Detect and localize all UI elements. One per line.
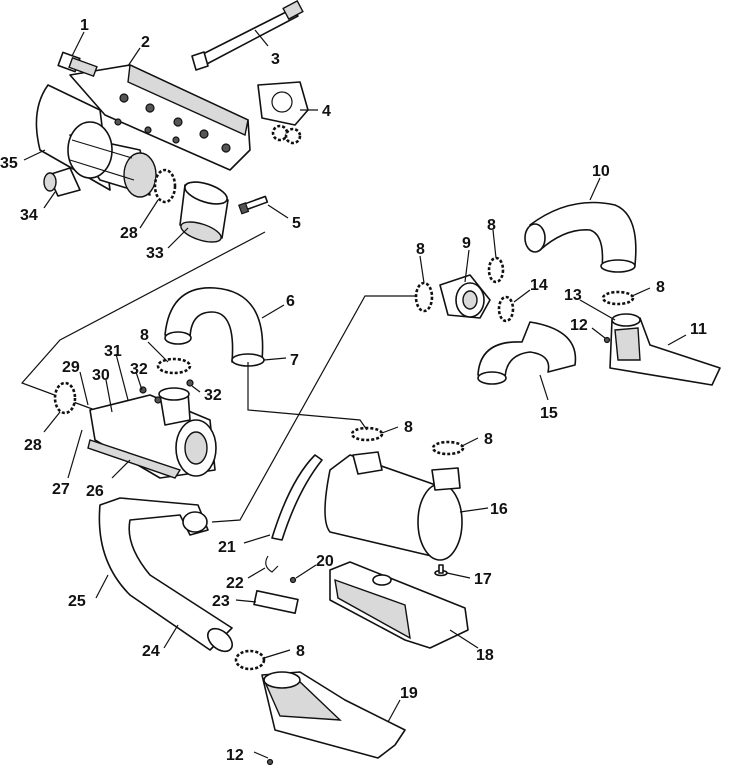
clamp-8-muffler-left bbox=[350, 426, 384, 442]
clip bbox=[265, 555, 279, 573]
callout-22: 22 bbox=[226, 575, 244, 592]
callout-19: 19 bbox=[400, 685, 418, 702]
screw-12-lower bbox=[266, 758, 274, 766]
callout-23: 23 bbox=[212, 593, 230, 610]
callout-8-e: 8 bbox=[487, 217, 496, 234]
callout-8-f: 8 bbox=[656, 279, 665, 296]
callout-7: 7 bbox=[290, 352, 299, 369]
callout-20: 20 bbox=[316, 553, 334, 570]
lower-outlet bbox=[261, 671, 406, 759]
exhaust-rod bbox=[191, 0, 304, 71]
callout-9: 9 bbox=[462, 235, 471, 252]
main-muffler bbox=[324, 451, 463, 561]
nut-32b bbox=[186, 379, 194, 387]
callout-31: 31 bbox=[104, 343, 122, 360]
screw-17 bbox=[434, 564, 448, 577]
clamp-14 bbox=[497, 295, 515, 323]
nut-32c bbox=[154, 396, 162, 404]
callout-8-c: 8 bbox=[484, 431, 493, 448]
left-silencer bbox=[87, 387, 217, 479]
callout-6: 6 bbox=[286, 293, 295, 310]
callout-8-d: 8 bbox=[416, 241, 425, 258]
callout-26: 26 bbox=[86, 483, 104, 500]
clamp-8-y-left bbox=[414, 281, 434, 313]
callout-30: 30 bbox=[92, 367, 110, 384]
callout-34: 34 bbox=[20, 207, 38, 224]
callout-32-a: 32 bbox=[130, 361, 148, 378]
clamp-28-lower bbox=[53, 381, 77, 415]
callout-28-upper: 28 bbox=[120, 225, 138, 242]
callout-24: 24 bbox=[142, 643, 160, 660]
screw-12-right bbox=[603, 336, 611, 344]
rivet-20 bbox=[289, 576, 297, 584]
stud-bolt bbox=[57, 51, 98, 78]
exhaust-gasket bbox=[257, 81, 309, 145]
y-connector bbox=[439, 274, 491, 319]
callout-13: 13 bbox=[564, 287, 582, 304]
small-bolt bbox=[238, 195, 269, 215]
callout-29: 29 bbox=[62, 359, 80, 376]
clamp-8-left bbox=[156, 357, 192, 375]
callouts: 1 2 3 4 5 35 34 28 33 6 7 8 29 30 31 32 … bbox=[0, 17, 707, 764]
clamp-8-muffler-right bbox=[431, 440, 465, 456]
callout-18: 18 bbox=[476, 647, 494, 664]
u-pipe-left bbox=[164, 287, 265, 367]
callout-5: 5 bbox=[292, 215, 301, 232]
callout-16: 16 bbox=[490, 501, 508, 518]
callout-8-a: 8 bbox=[140, 327, 149, 344]
fitting bbox=[43, 167, 81, 197]
leader-lines bbox=[23, 29, 687, 759]
callout-17: 17 bbox=[474, 571, 492, 588]
callout-14: 14 bbox=[530, 277, 548, 294]
callout-4: 4 bbox=[322, 103, 331, 120]
callout-3: 3 bbox=[271, 51, 280, 68]
callout-1: 1 bbox=[80, 17, 89, 34]
clamp-8-y-top bbox=[487, 256, 505, 284]
muffler-tray bbox=[329, 561, 469, 649]
exhaust-manifold bbox=[35, 63, 251, 198]
tailpipe-assembly bbox=[98, 497, 233, 653]
callout-21: 21 bbox=[218, 539, 236, 556]
callout-32-b: 32 bbox=[204, 387, 222, 404]
clamp-28-upper bbox=[153, 168, 177, 204]
upper-right-pipe bbox=[524, 201, 637, 273]
callout-12-right: 12 bbox=[570, 317, 588, 334]
mounting-bracket bbox=[253, 589, 299, 615]
callout-11: 11 bbox=[690, 321, 707, 338]
clamp-8-lower bbox=[234, 649, 266, 671]
callout-25: 25 bbox=[68, 593, 86, 610]
callout-10: 10 bbox=[592, 163, 610, 180]
clamp-8-right bbox=[601, 290, 635, 306]
callout-8-g: 8 bbox=[296, 643, 305, 660]
hanger-strap bbox=[271, 454, 323, 541]
callout-28-lower: 28 bbox=[24, 437, 42, 454]
callout-12-lower: 12 bbox=[226, 747, 244, 764]
callout-27: 27 bbox=[52, 481, 70, 498]
right-outlet bbox=[609, 313, 721, 386]
callout-33: 33 bbox=[146, 245, 164, 262]
coupler-sleeve bbox=[179, 181, 229, 243]
u-pipe-right bbox=[477, 321, 577, 385]
callout-8-b: 8 bbox=[404, 419, 413, 436]
callout-15: 15 bbox=[540, 405, 558, 422]
callout-35: 35 bbox=[0, 155, 18, 172]
callout-2: 2 bbox=[141, 34, 150, 51]
